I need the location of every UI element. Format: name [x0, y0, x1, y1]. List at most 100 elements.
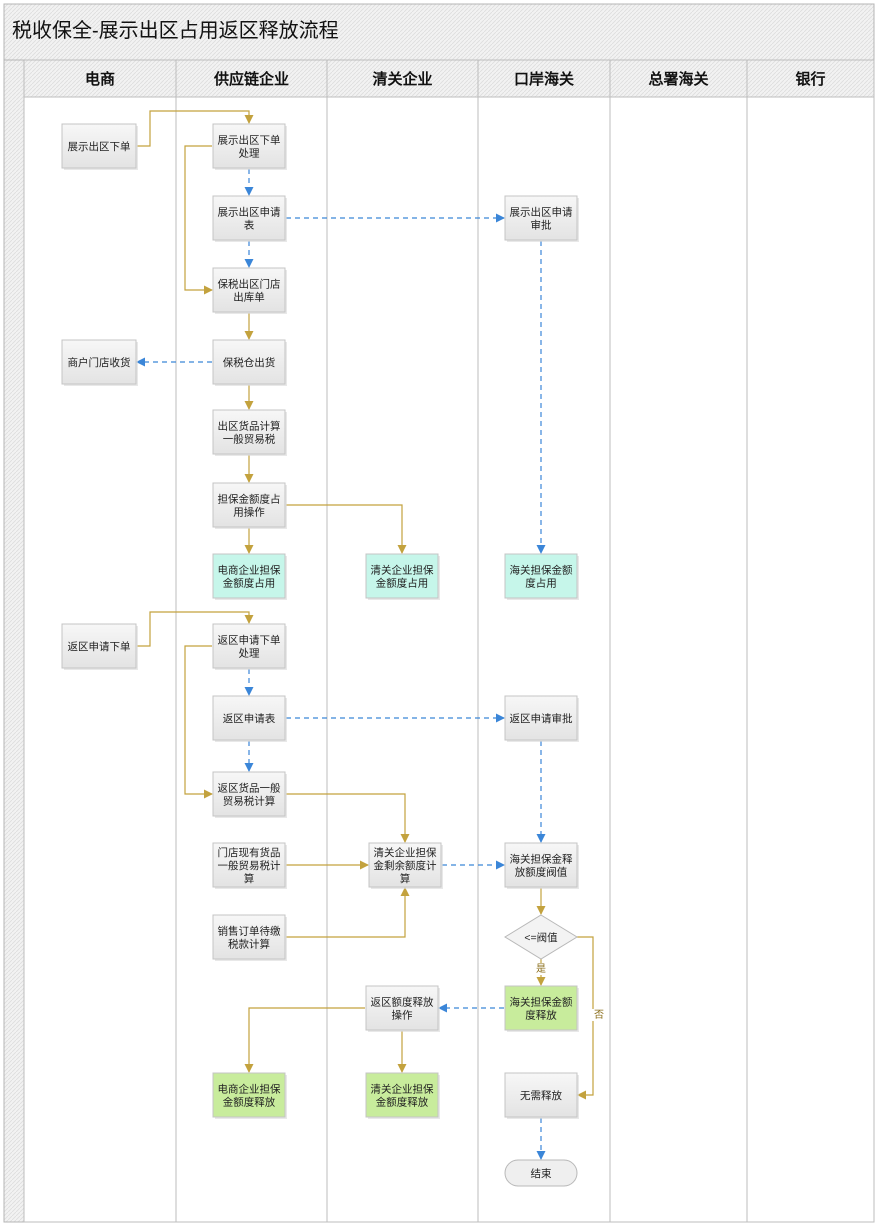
edge-n13-n14 — [137, 611, 254, 647]
node-text-n5: 出库单 — [233, 291, 265, 304]
lane-label-cc: 清关企业 — [372, 70, 432, 88]
node-shape-n15 — [212, 695, 286, 741]
lane-label-sc: 供应链企业 — [213, 70, 289, 88]
node-n7: 商户门店收货 — [61, 339, 138, 386]
node-text-n20: 放额度阀值 — [515, 866, 568, 879]
node-shape-n17 — [212, 771, 286, 817]
node-shape-n3 — [212, 195, 286, 241]
edge-n14-n17 — [184, 645, 213, 799]
node-text-n4: 审批 — [531, 219, 552, 232]
lane-label-bk: 银行 — [795, 70, 825, 88]
node-text-n21: 销售订单待缴 — [218, 925, 281, 938]
edge-n1-n2 — [137, 110, 254, 147]
node-text-n3: 展示出区申请 — [218, 206, 281, 219]
node-shape-n26 — [365, 1072, 439, 1118]
node-text-n6: 保税仓出货 — [223, 356, 276, 369]
node-shape-n28 — [504, 1159, 578, 1187]
node-text-n24: 操作 — [392, 1009, 413, 1022]
node-shape-n10 — [212, 553, 286, 599]
node-n13: 返区申请下单 — [61, 623, 138, 670]
node-text-n13: 返区申请下单 — [68, 640, 131, 653]
node-text-n17: 返区货品一般 — [218, 782, 281, 795]
node-shape-n5 — [212, 267, 286, 313]
edge-label-bg — [534, 963, 548, 975]
node-shape-n18 — [212, 842, 286, 888]
node-shape-n22 — [504, 914, 578, 960]
node-shape-n12 — [504, 553, 578, 599]
node-n28: 结束 — [504, 1159, 578, 1187]
node-text-n19: 金剩余额度计 — [374, 859, 437, 872]
lane-label-pc: 口岸海关 — [514, 70, 574, 88]
node-text-n12: 海关担保金额 — [510, 564, 573, 577]
node-text-n5: 保税出区门店 — [218, 278, 281, 291]
node-text-n9: 用操作 — [233, 506, 265, 519]
lane-label-gc: 总署海关 — [648, 70, 708, 88]
node-shape-n25 — [212, 1072, 286, 1118]
node-n27: 无需释放 — [504, 1072, 579, 1119]
node-text-n2: 展示出区下单 — [218, 134, 281, 147]
node-shape-n13 — [61, 623, 137, 669]
node-shape-n20 — [504, 842, 578, 888]
node-text-n27: 无需释放 — [520, 1089, 562, 1102]
node-text-n11: 金额度占用 — [376, 577, 429, 590]
node-text-n10: 金额度占用 — [223, 577, 276, 590]
node-shape-n2 — [212, 123, 286, 169]
node-text-n24: 返区额度释放 — [371, 996, 434, 1009]
edge-n24-n25 — [244, 1007, 365, 1073]
node-text-n25: 电商企业担保 — [218, 1083, 281, 1096]
node-text-n4: 展示出区申请 — [510, 206, 573, 219]
node-shape-n21 — [212, 914, 286, 960]
node-shape-n4 — [504, 195, 578, 241]
page-title: 税收保全-展示出区占用返区释放流程 — [12, 19, 339, 42]
node-text-n28: 结束 — [531, 1167, 552, 1180]
node-text-n2: 处理 — [239, 148, 260, 160]
node-text-n18: 一般贸易税计 — [218, 859, 281, 872]
node-text-n15: 返区申请表 — [223, 712, 276, 725]
node-text-n3: 表 — [244, 219, 255, 232]
lane-gutter — [3, 59, 25, 1223]
lane-bk: 银行 — [746, 59, 875, 1223]
node-text-n10: 电商企业担保 — [218, 564, 281, 577]
node-n22: <=阀值 — [504, 914, 578, 960]
node-text-n1: 展示出区下单 — [68, 140, 131, 153]
node-n1: 展示出区下单 — [61, 123, 138, 170]
node-n15: 返区申请表 — [212, 695, 287, 742]
node-shape-n27 — [504, 1072, 578, 1118]
edge-label-n22-n27: 否 — [594, 1009, 604, 1021]
node-text-n14: 返区申请下单 — [218, 634, 281, 647]
node-text-n8: 一般贸易税 — [223, 433, 276, 446]
node-text-n25: 金额度释放 — [223, 1096, 276, 1109]
edge-label-bg — [592, 1009, 606, 1021]
node-n6: 保税仓出货 — [212, 339, 287, 386]
node-shape-n1 — [61, 123, 137, 169]
node-shape-n24 — [365, 985, 439, 1031]
node-text-n19: 清关企业担保 — [374, 846, 437, 859]
edge-n21-n19 — [286, 887, 410, 938]
node-shape-n7 — [61, 339, 137, 385]
lanes: 电商 供应链企业 清关企业 口岸海关 总署海关 银行 — [23, 59, 875, 1223]
node-text-n22: <=阀值 — [524, 931, 558, 944]
node-text-n23: 海关担保金额 — [510, 996, 573, 1009]
node-text-n23: 度释放 — [525, 1009, 557, 1022]
lane-label-ec: 电商 — [85, 70, 115, 88]
edge-label-n22-n23: 是 — [536, 963, 546, 975]
node-text-n12: 度占用 — [525, 577, 557, 590]
node-shape-n14 — [212, 623, 286, 669]
title-band: 税收保全-展示出区占用返区释放流程 — [3, 3, 875, 61]
